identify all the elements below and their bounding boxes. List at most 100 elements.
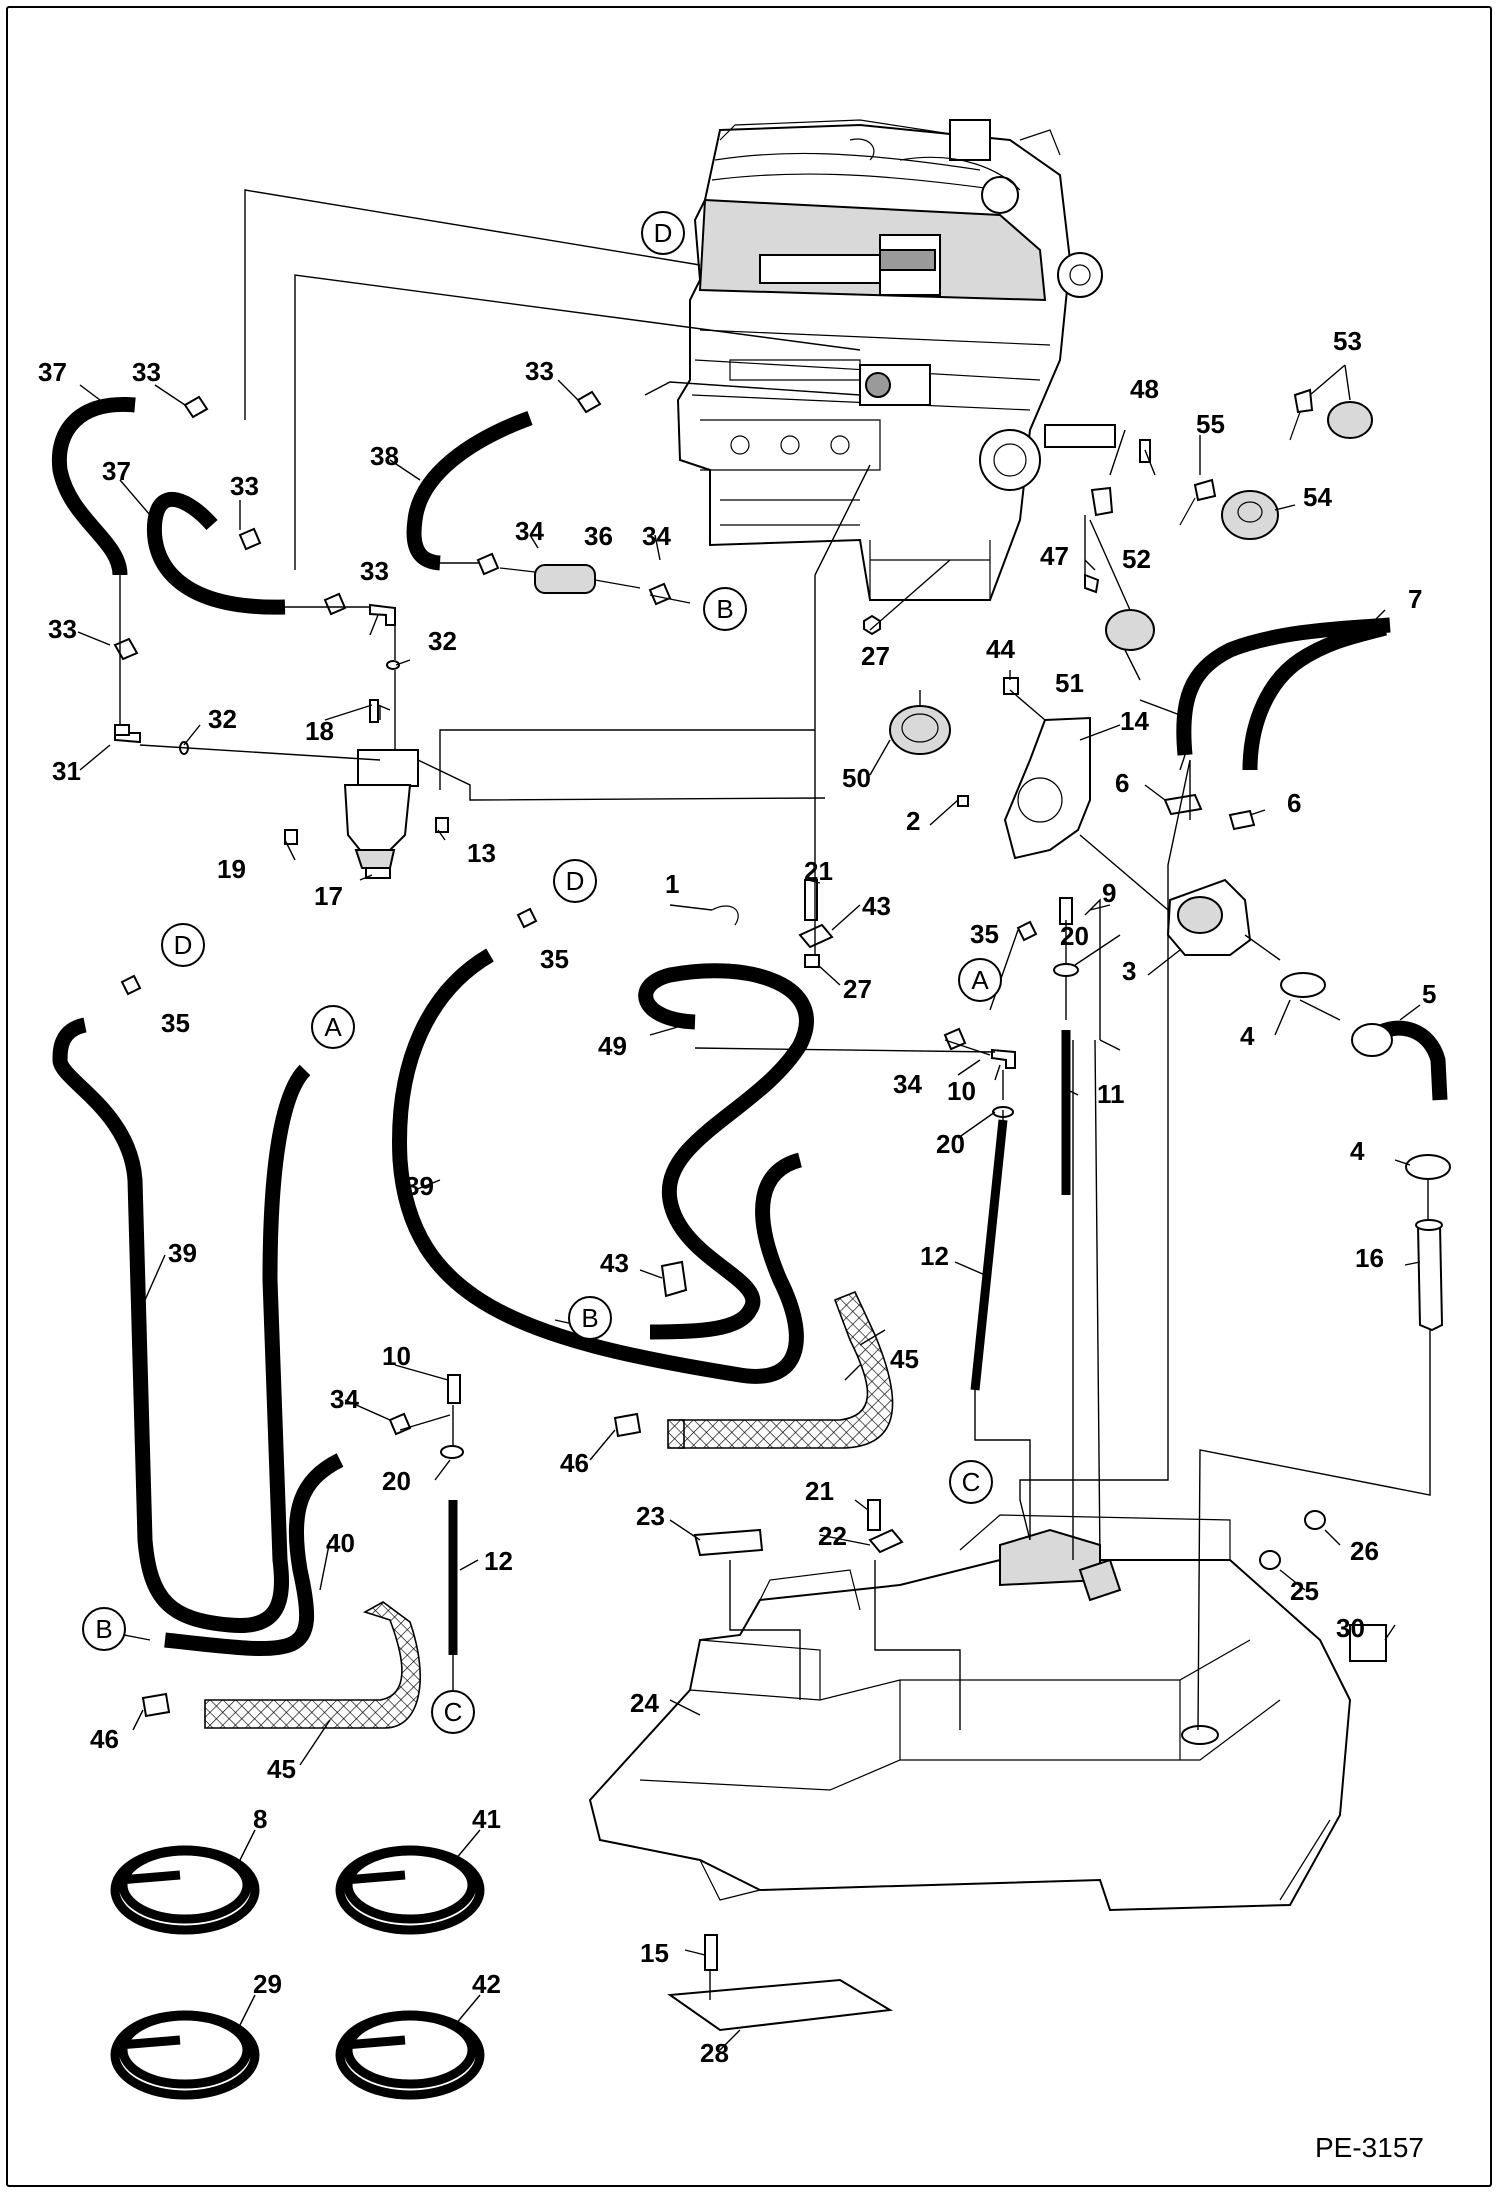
part-label: 37 <box>38 357 67 387</box>
svg-text:B: B <box>581 1303 598 1333</box>
part-label: 34 <box>893 1069 922 1099</box>
part-label: 32 <box>208 704 237 734</box>
part-label: 34 <box>515 516 544 546</box>
part-label: 23 <box>636 1501 665 1531</box>
part-label: 10 <box>382 1341 411 1371</box>
svg-text:D: D <box>566 866 585 896</box>
part-label: 29 <box>253 1969 282 1999</box>
callout-A1: A <box>958 958 1002 1002</box>
callout-A2: A <box>311 1005 355 1049</box>
part-label: 43 <box>600 1248 629 1278</box>
hose-39-left <box>52 1017 311 1634</box>
svg-text:A: A <box>971 965 989 995</box>
part-label: 6 <box>1115 768 1129 798</box>
document-number: PE-3157 <box>1315 2132 1424 2163</box>
filler-neck <box>1166 878 1252 956</box>
part-label: 27 <box>843 974 872 1004</box>
hose-38 <box>406 410 533 571</box>
part-label: 16 <box>1355 1243 1384 1273</box>
part-label: 13 <box>467 838 496 868</box>
part-label: 7 <box>1408 584 1422 614</box>
callout-D2: D <box>553 859 597 903</box>
part-label: 55 <box>1196 409 1225 439</box>
svg-text:A: A <box>324 1012 342 1042</box>
inline-filter <box>499 564 641 594</box>
part-label: 38 <box>370 441 399 471</box>
part-label: 1 <box>665 869 679 899</box>
part-label: 45 <box>890 1344 919 1374</box>
part-label: 27 <box>861 641 890 671</box>
pointer-lines <box>77 364 1421 2051</box>
part-label: 49 <box>598 1031 627 1061</box>
part-label: 33 <box>132 357 161 387</box>
part-label: 18 <box>305 716 334 746</box>
leader-lines <box>119 189 1431 2000</box>
part-label: 2 <box>906 806 920 836</box>
callout-B3: B <box>82 1607 126 1651</box>
part-label: 22 <box>818 1521 847 1551</box>
svg-text:D: D <box>654 218 673 248</box>
hoses <box>51 396 1391 1729</box>
hose-40 <box>164 1453 344 1657</box>
part-label: 30 <box>1336 1613 1365 1643</box>
part-label: 44 <box>986 634 1015 664</box>
hose-45-lower <box>204 1601 421 1729</box>
small-parts <box>113 388 1451 2032</box>
tube-12-right <box>970 1119 1008 1391</box>
part-label: 33 <box>360 556 389 586</box>
part-label: 3 <box>1122 956 1136 986</box>
fuel-tank <box>588 1514 1352 1912</box>
part-label: 5 <box>1422 979 1436 1009</box>
part-label: 35 <box>161 1008 190 1038</box>
part-label: 20 <box>1060 921 1089 951</box>
hose-37b <box>146 492 286 615</box>
part-label: 26 <box>1350 1536 1379 1566</box>
callout-B2: B <box>568 1296 612 1340</box>
coiled-hoses <box>110 1845 485 2100</box>
part-label: 43 <box>862 891 891 921</box>
part-label: 41 <box>472 1804 501 1834</box>
part-label: 20 <box>382 1466 411 1496</box>
part-label: 17 <box>314 881 343 911</box>
part-label: 33 <box>230 471 259 501</box>
fuel-cap-50 <box>889 705 951 755</box>
callout-B1: B <box>703 587 747 631</box>
part-label: 32 <box>428 626 457 656</box>
page-border <box>6 6 1492 2187</box>
part-label: 35 <box>970 919 999 949</box>
part-label: 39 <box>405 1171 434 1201</box>
part-label: 21 <box>805 1476 834 1506</box>
svg-text:B: B <box>716 594 733 624</box>
part-label: 31 <box>52 756 81 786</box>
part-label: 36 <box>584 521 613 551</box>
part-label: 11 <box>1097 1079 1125 1109</box>
hose-37a <box>51 396 136 576</box>
part-label: 33 <box>48 614 77 644</box>
part-label: 8 <box>253 1804 267 1834</box>
part-label: 37 <box>102 456 131 486</box>
water-separator <box>343 749 419 879</box>
part-label: 9 <box>1102 878 1116 908</box>
callout-D1: D <box>641 211 685 255</box>
part-number-labels: 1 2 3 4 4 5 6 6 7 8 9 10 10 11 12 12 13 … <box>38 326 1436 2068</box>
part-label: 6 <box>1287 788 1301 818</box>
callout-D3: D <box>161 923 205 967</box>
part-label: 53 <box>1333 326 1362 356</box>
part-label: 46 <box>560 1448 589 1478</box>
part-label: 39 <box>168 1238 197 1268</box>
part-label: 4 <box>1240 1021 1255 1051</box>
engine-assembly <box>676 119 1116 601</box>
coil-41 <box>335 1845 485 1935</box>
part-label: 24 <box>630 1688 659 1718</box>
svg-text:C: C <box>444 1697 463 1727</box>
part-label: 12 <box>484 1546 513 1576</box>
hose-7a <box>1176 617 1391 756</box>
part-label: 28 <box>700 2038 729 2068</box>
part-label: 35 <box>540 944 569 974</box>
part-label: 48 <box>1130 374 1159 404</box>
callout-C2: C <box>431 1690 475 1734</box>
part-label: 34 <box>330 1384 359 1414</box>
part-label: 10 <box>947 1076 976 1106</box>
part-label: 15 <box>640 1938 669 1968</box>
